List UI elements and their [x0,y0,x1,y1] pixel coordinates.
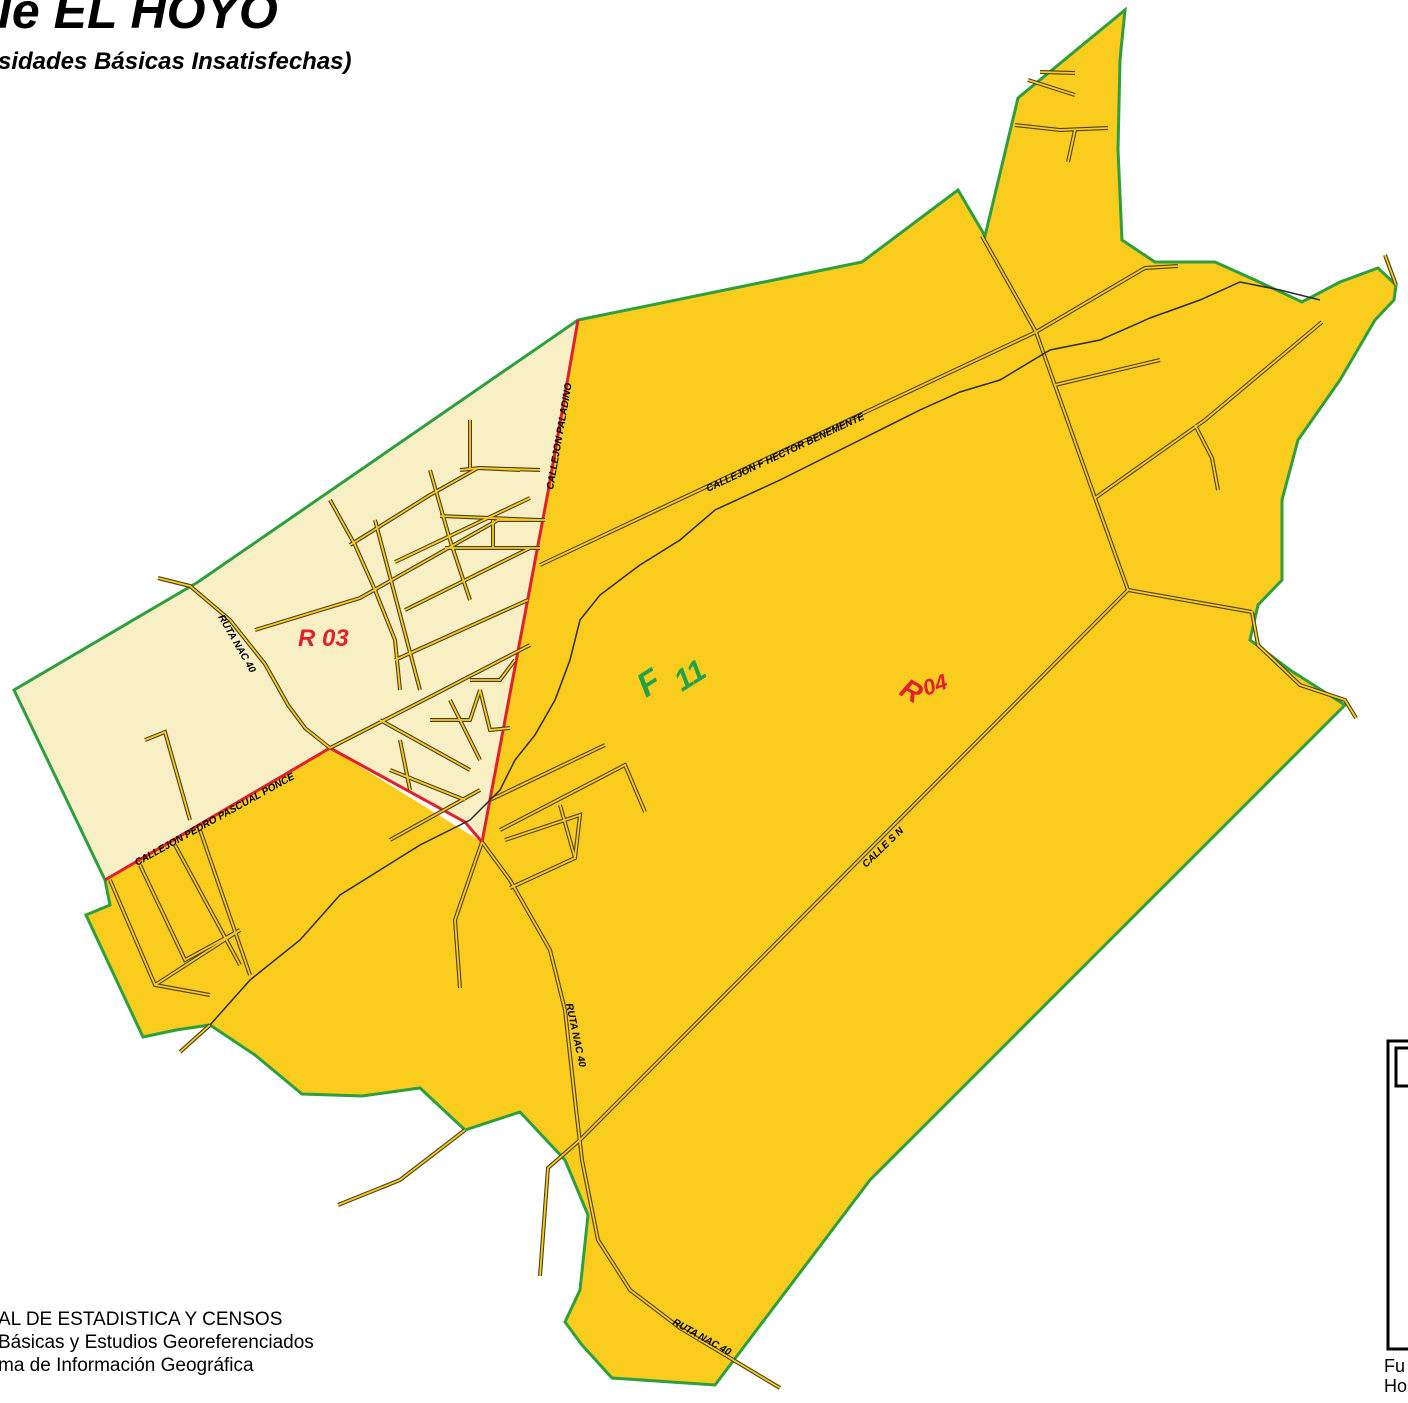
map-subtitle: sidades Básicas Insatisfechas) [0,48,352,75]
creek-line [209,281,1321,1026]
footer-fragment: Fu Ho [1384,1356,1407,1396]
credits-line-1: AL DE ESTADISTICA Y CENSOS [0,1309,283,1330]
zone-r03-area[interactable] [14,320,578,880]
zone-r04-area[interactable] [86,10,1396,1385]
road-network [108,70,1398,1390]
legend-frame [1386,1039,1408,1351]
fraction-boundary [12,6,1398,1387]
footer-line-1: Fu [1384,1356,1406,1376]
map-title: le EL HOYO [0,0,278,39]
radio-boundary [104,319,580,882]
footer-line-2: Ho [1384,1376,1408,1396]
credits-block: AL DE ESTADISTICA Y CENSOS Básicas y Est… [0,1308,314,1377]
credits-line-3: ma de Información Geográfica [0,1355,254,1376]
credits-line-2: Básicas y Estudios Georeferenciados [0,1332,314,1353]
label-radio-03: R 03 [298,625,349,652]
